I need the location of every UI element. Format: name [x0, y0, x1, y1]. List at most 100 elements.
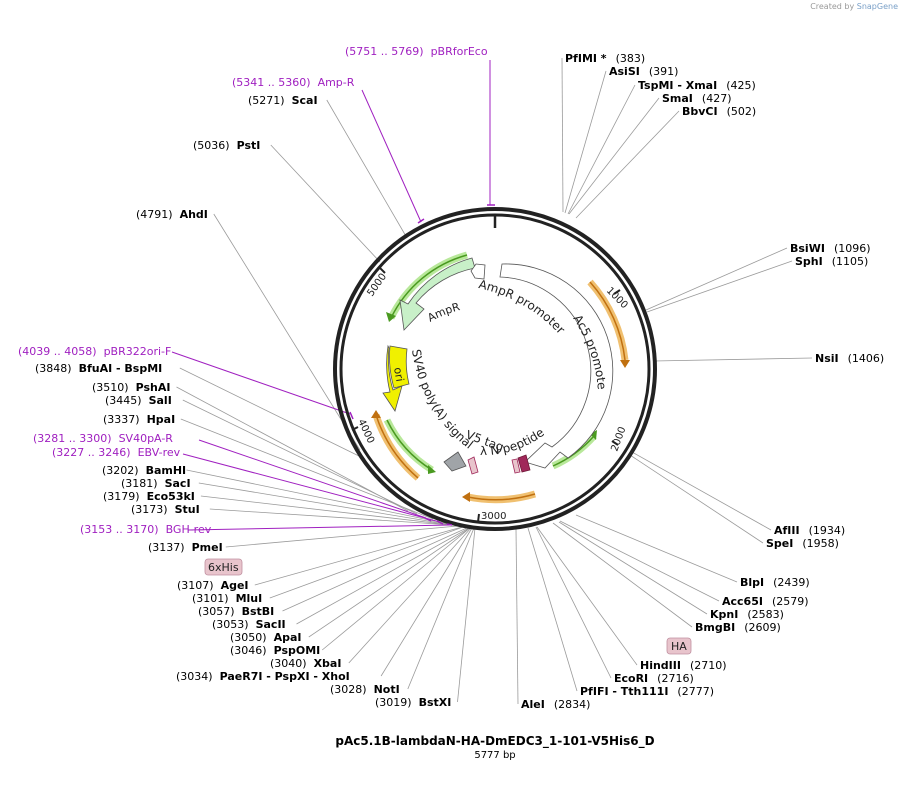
site-text: (3173)StuI	[131, 503, 200, 516]
site-text: EcoRI(2716)	[614, 672, 694, 685]
site-leader	[568, 97, 660, 215]
site-leader	[209, 508, 454, 526]
site-leader	[296, 527, 470, 625]
site-label-sacii: (3053)SacII	[212, 618, 286, 631]
site-leader	[575, 110, 680, 219]
site-label-acc65i: Acc65I(2579)	[722, 595, 809, 608]
site-text: (3137)PmeI	[148, 541, 223, 554]
primer-label-bghrev: (3153 .. 3170)BGH-rev	[80, 523, 212, 536]
site-label-asisi: AsiSI(391)	[609, 65, 678, 78]
green-arrow-right	[590, 430, 597, 440]
site-leader	[380, 527, 473, 677]
site-text: SpeI(1958)	[766, 537, 839, 550]
site-label-scai: (5271)ScaI	[248, 94, 318, 107]
orange-arrow-right	[620, 360, 630, 368]
site-text: NsiI(1406)	[815, 352, 884, 365]
tag-6xhis: 6xHis	[204, 558, 243, 576]
site-label-bstbi: (3057)BstBI	[198, 605, 274, 618]
site-leader	[270, 144, 381, 263]
site-label-mlui: (3101)MluI	[192, 592, 262, 605]
site-text: (3510)PshAI	[92, 381, 170, 394]
site-text: (3050)ApaI	[230, 631, 301, 644]
green-arc-left-inner	[386, 419, 433, 471]
site-text: (3179)Eco53kI	[103, 490, 195, 503]
site-leader	[254, 526, 463, 586]
leader-lines	[176, 57, 813, 705]
site-text: (3101)MluI	[192, 592, 262, 605]
snapgene-credit: Created by SnapGene	[810, 2, 898, 11]
site-leader	[564, 70, 607, 214]
green-arrow-left	[428, 465, 436, 474]
site-label-apai: (3050)ApaI	[230, 631, 301, 644]
green-arc-top-inner	[390, 254, 468, 319]
tag-6xhis-label: 6xHis	[208, 561, 239, 574]
site-text: (3107)AgeI	[177, 579, 249, 592]
site-leader	[645, 247, 788, 311]
site-leader	[198, 482, 453, 526]
primer-leader-lines	[171, 60, 491, 531]
primer-label-pbrforeco: (5751 .. 5769)pBRforEco	[345, 45, 488, 58]
site-leader	[552, 522, 693, 628]
tick-3000: 3000	[481, 511, 506, 522]
site-label-ecori: EcoRI(2716)	[614, 672, 694, 685]
site-leader	[348, 527, 472, 664]
site-text: PfIFI - Tth111I(2777)	[580, 685, 714, 698]
ampr-feature	[399, 257, 476, 331]
site-leader	[186, 469, 450, 525]
site-label-bsiwi: BsiWI(1096)	[790, 242, 871, 255]
site-leader	[326, 99, 408, 239]
site-text: (3040)XbaI	[270, 657, 341, 670]
site-leader	[269, 526, 464, 599]
site-text: (3445)SalI	[105, 394, 172, 407]
site-leader	[180, 418, 434, 520]
site-leader	[535, 526, 612, 679]
site-text: PfIMI *(383)	[565, 52, 645, 65]
ori-feature	[382, 344, 403, 412]
tag-ha: HA	[666, 637, 692, 655]
site-text: AfIII(1934)	[774, 524, 845, 537]
site-label-smai: SmaI(427)	[662, 92, 732, 105]
credit-brand: SnapGene	[856, 2, 898, 11]
primer-leader	[171, 351, 351, 415]
site-leader	[200, 495, 453, 526]
site-label-spei: SpeI(1958)	[766, 537, 839, 550]
site-leader	[629, 454, 764, 544]
ha-feature	[511, 458, 521, 474]
amppromoter-feature	[470, 263, 486, 280]
site-leader	[567, 84, 636, 215]
orange-arc-left	[372, 413, 421, 481]
site-leader	[558, 521, 708, 615]
feature-label-ori: ori	[391, 366, 406, 382]
site-text: SphI(1105)	[795, 255, 868, 268]
site-label-bstxi: (3019)BstXI	[375, 696, 451, 709]
site-leader	[179, 367, 366, 460]
site-label-bmgbi: BmgBI(2609)	[695, 621, 781, 634]
site-text: KpnI(2583)	[710, 608, 784, 621]
site-text: AsiSI(391)	[609, 65, 678, 78]
site-leader	[407, 527, 475, 690]
site-label-pmei: (3137)PmeI	[148, 541, 223, 554]
site-label-alei: AleI(2834)	[521, 698, 590, 711]
site-text: BsiWI(1096)	[790, 242, 871, 255]
site-leader	[282, 526, 470, 612]
sv40-polyA-feature	[443, 451, 467, 472]
site-label-bamhi: (3202)BamHI	[102, 464, 186, 477]
site-label-bfuai: (3848)BfuAI - BspMI	[35, 362, 162, 375]
site-leader	[308, 527, 471, 638]
site-label-ahdi: (4791)AhdI	[136, 208, 208, 221]
site-leader	[515, 528, 519, 705]
site-label-sali: (3445)SalI	[105, 394, 172, 407]
tick-5000: 5000	[365, 272, 389, 299]
site-label-nsii: NsiI(1406)	[815, 352, 884, 365]
site-leader	[225, 525, 459, 548]
site-leader	[176, 386, 409, 512]
primer-labels: (5751 .. 5769)pBRforEco(5341 .. 5360)Amp…	[18, 45, 488, 536]
orange-arc-left-inner	[375, 414, 419, 479]
site-label-xbai: (3040)XbaI	[270, 657, 341, 670]
site-label-pspomi: (3046)PspOMI	[230, 644, 320, 657]
site-text: (3848)BfuAI - BspMI	[35, 362, 162, 375]
primer-label-ebvrev: (3227 .. 3246)EBV-rev	[52, 446, 181, 459]
site-label-hindiii: HindIII(2710)	[640, 659, 727, 672]
site-leader	[457, 527, 476, 703]
site-leader	[527, 527, 578, 692]
